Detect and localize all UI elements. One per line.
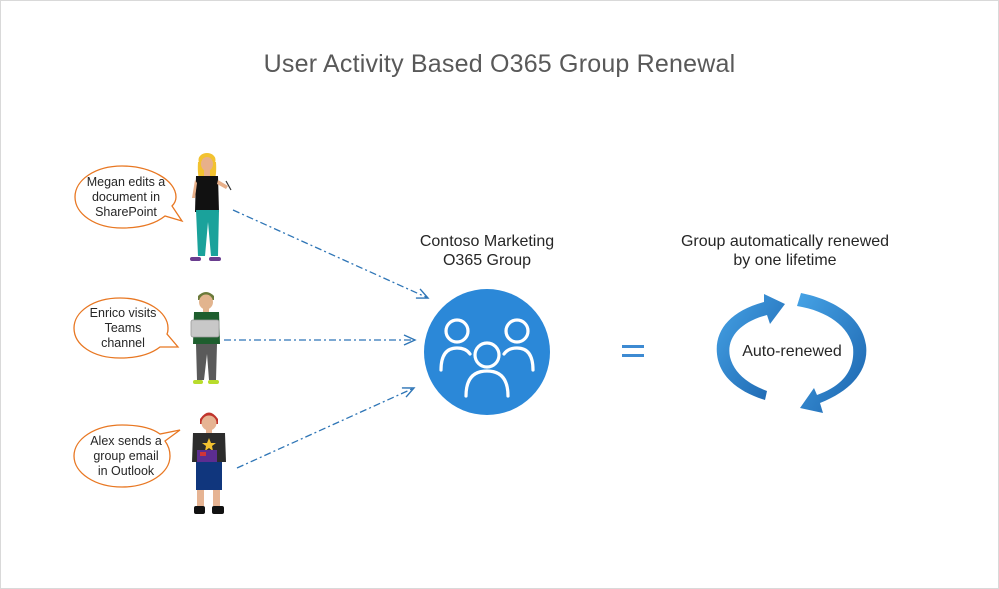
activity-arrows [224, 209, 430, 469]
bubble-line: Enrico visits [89, 305, 157, 320]
person-alex-icon [192, 412, 226, 514]
bubble-text-alex: Alex sends a group email in Outlook [78, 427, 174, 485]
speech-bubble-megan [74, 165, 184, 229]
bubble-line: group email [93, 448, 159, 463]
auto-renewed-label: Auto-renewed [742, 343, 842, 360]
bubble-line: Megan edits a [86, 174, 166, 189]
speech-bubble-enrico [73, 297, 180, 359]
arrow-megan-to-group [232, 209, 430, 299]
person-megan-icon [190, 153, 232, 261]
bubble-line: SharePoint [95, 204, 157, 219]
renewal-label-line: Group automatically renewed [680, 233, 890, 250]
group-label-line: Contoso Marketing [419, 233, 555, 250]
bubble-line: Teams [104, 320, 142, 335]
bubble-text-megan: Megan edits a document in SharePoint [78, 168, 174, 226]
person-enrico-icon [190, 292, 220, 384]
bubble-line: Alex sends a [90, 433, 162, 448]
equals-sign [618, 338, 646, 366]
bubble-line: in Outlook [97, 463, 155, 478]
equals-bar-bottom [622, 354, 644, 357]
equals-bar-top [622, 345, 644, 348]
group-label-line: O365 Group [442, 252, 532, 269]
arrow-alex-to-group [236, 387, 416, 469]
bubble-line: channel [101, 335, 145, 350]
circular-arrows-icon [716, 293, 867, 413]
renewal-label-line: by one lifetime [733, 252, 837, 269]
diagram-title: User Activity Based O365 Group Renewal [263, 50, 736, 78]
people-group-icon [424, 289, 550, 415]
speech-bubble-alex [73, 424, 181, 488]
bubble-text-enrico: Enrico visits Teams channel [78, 300, 168, 356]
bubble-line: document in [91, 189, 161, 204]
renewal-label: Group automatically renewed by one lifet… [655, 232, 915, 270]
group-label: Contoso Marketing O365 Group [387, 232, 587, 270]
